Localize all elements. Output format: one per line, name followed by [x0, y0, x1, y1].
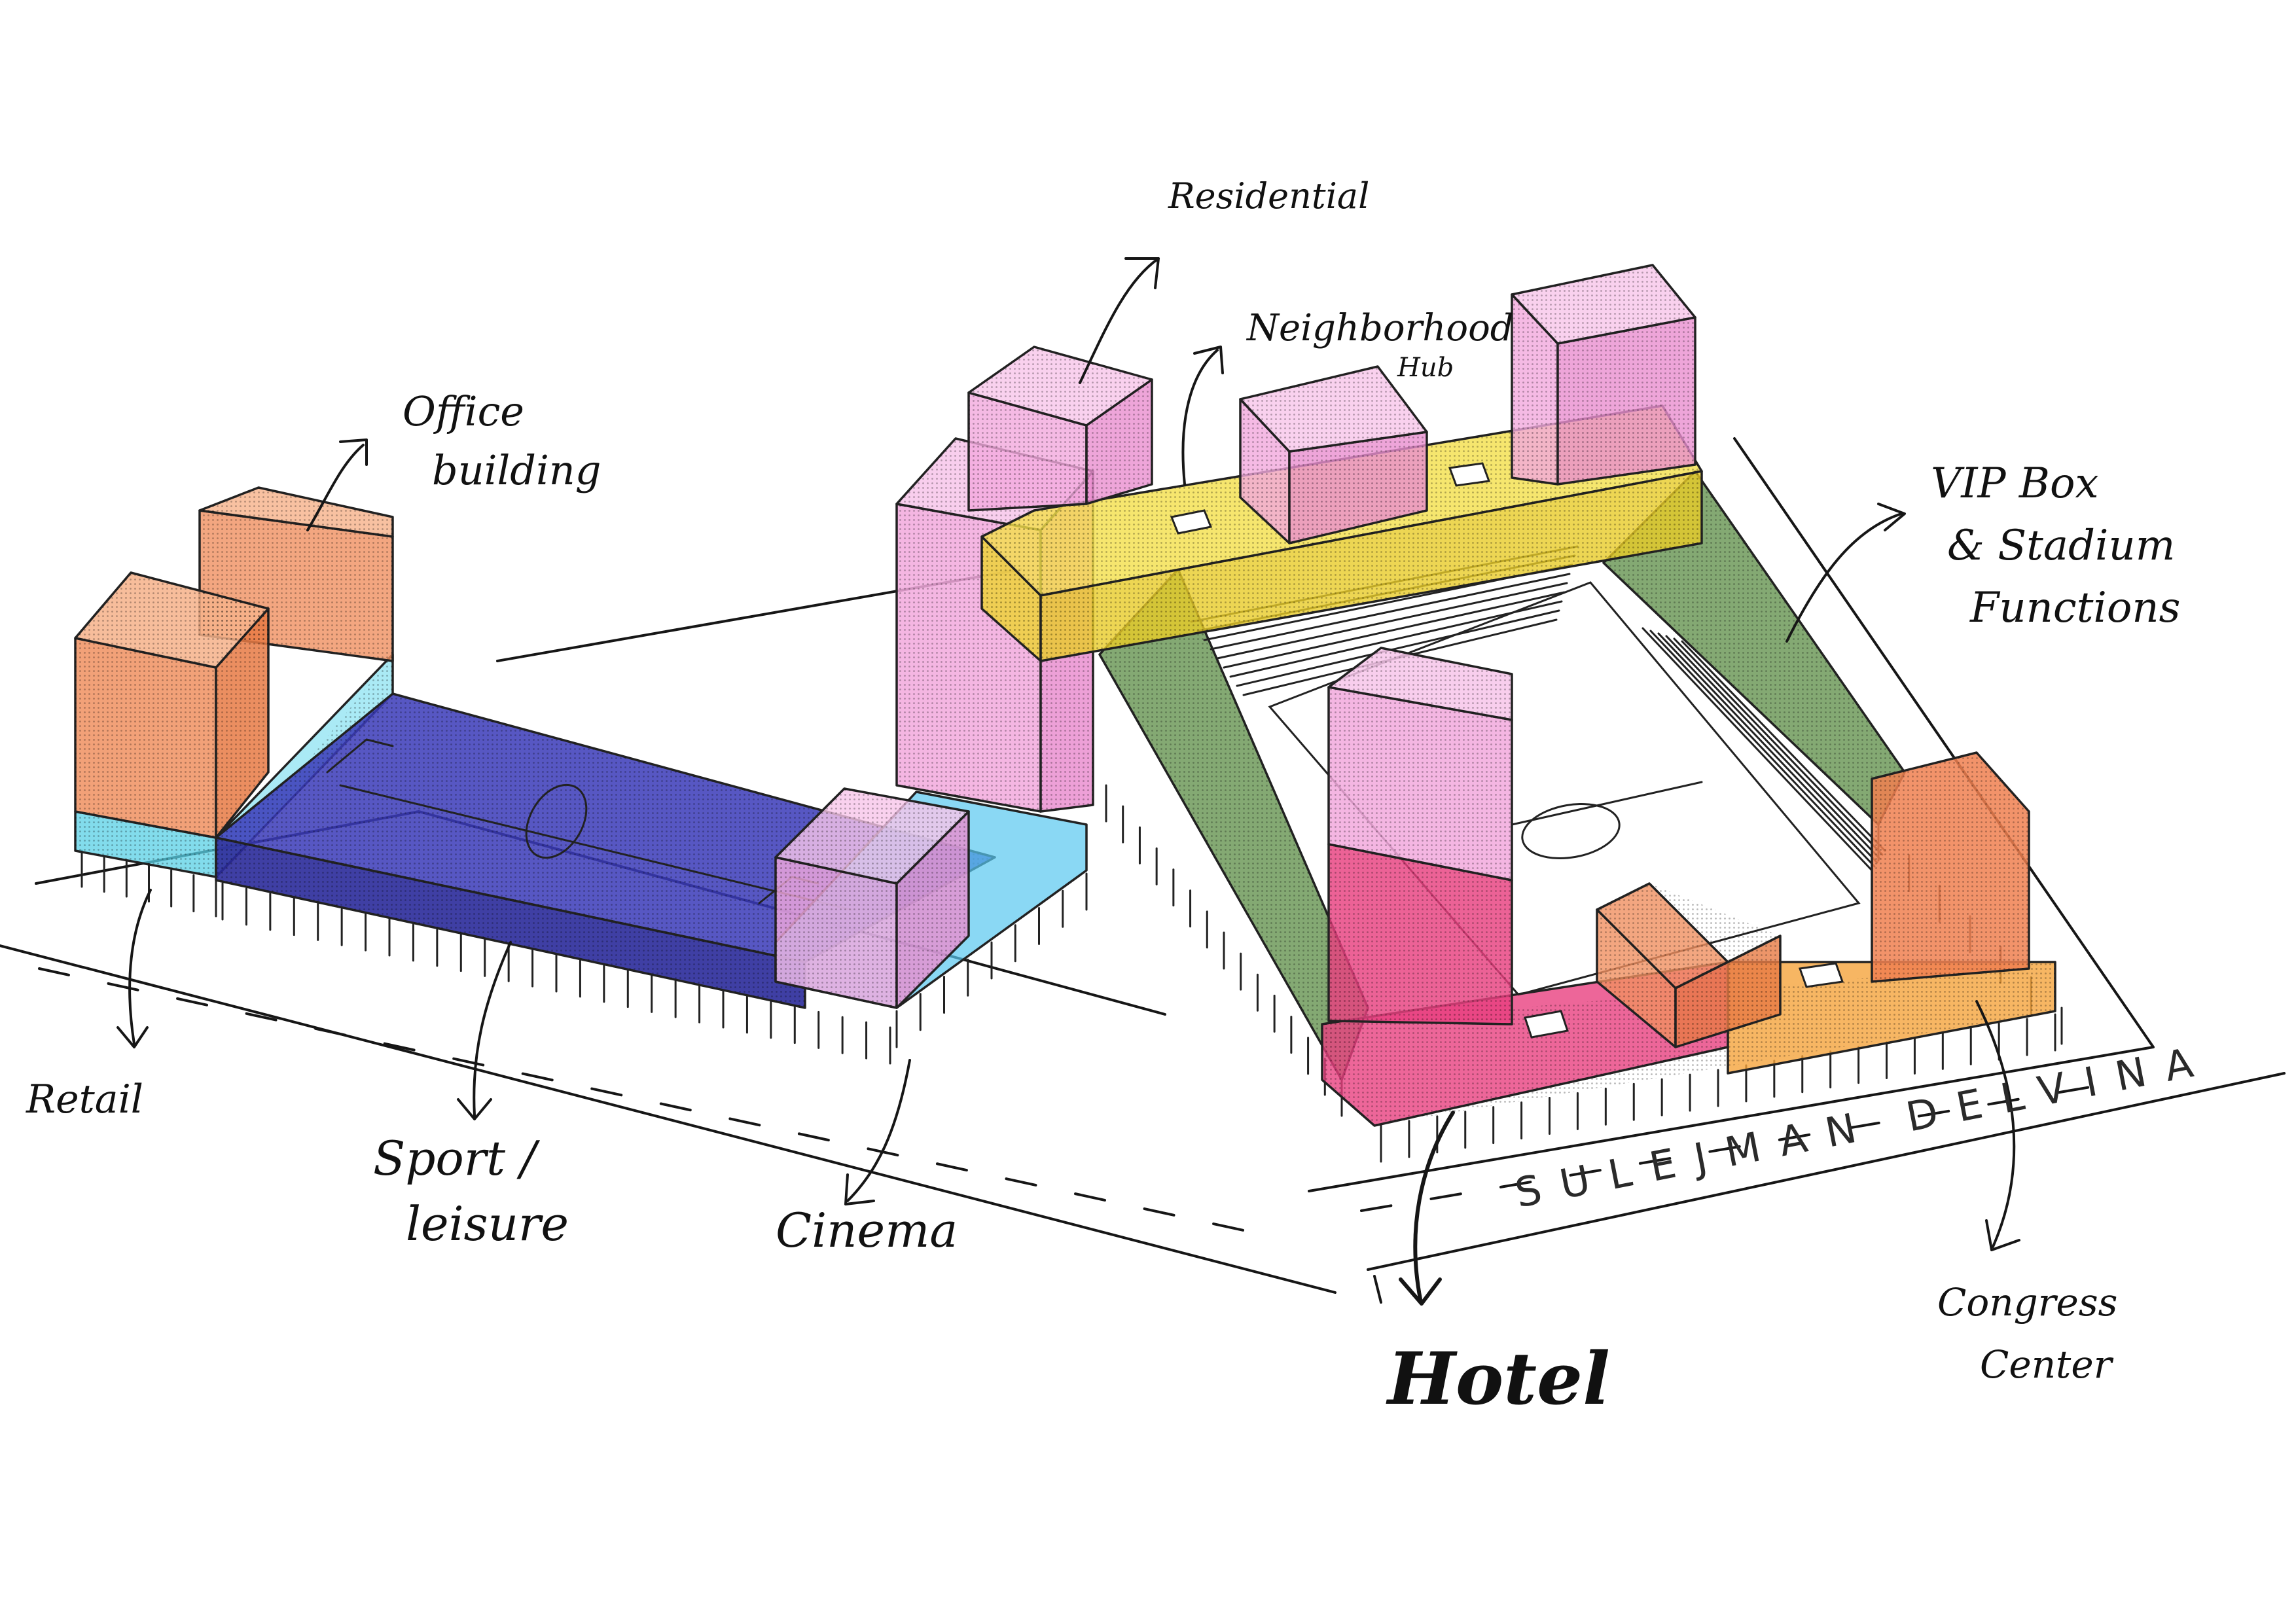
hotel-tower	[1327, 647, 1513, 1026]
label-office-1: Office	[403, 387, 524, 435]
pitch-centerline	[339, 784, 852, 911]
right-street-edge	[1367, 1072, 2286, 1271]
seating-row	[1673, 637, 1884, 856]
seating-row	[1665, 635, 1881, 860]
seating-row	[1210, 573, 1571, 651]
seating-row	[1236, 609, 1560, 687]
label-residential: Residential	[1168, 175, 1369, 217]
congress-center-volumes	[1596, 751, 2030, 1048]
label-sport-1: Sport /	[373, 1131, 541, 1186]
label-office-2: building	[432, 446, 601, 494]
left-complex	[74, 437, 1094, 1065]
vip-void-2	[1448, 462, 1491, 487]
label-neighborhood-hub-1: Neighborhood	[1246, 307, 1514, 349]
pitch-box-left	[326, 738, 394, 774]
seating-row	[1649, 630, 1876, 868]
stadium-center-circle	[1521, 803, 1621, 859]
label-hotel: Hotel	[1386, 1336, 1610, 1421]
label-congress-2: Center	[1980, 1342, 2114, 1387]
arrow-residential	[1079, 257, 1160, 384]
label-sport-2: leisure	[406, 1196, 569, 1251]
label-vip-3: Functions	[1969, 584, 2180, 632]
arrow-congress	[1975, 1000, 2016, 1248]
vip-void-1	[1170, 509, 1213, 535]
arrow-office	[306, 444, 365, 531]
seating-row	[1657, 632, 1878, 864]
podium-void-2	[1798, 962, 1844, 988]
neighborhood-hub-volume	[1239, 365, 1428, 544]
label-retail: Retail	[26, 1077, 143, 1122]
label-neighborhood-hub-2: Hub	[1397, 353, 1454, 383]
arrow-vip	[1785, 512, 1903, 643]
seating-row	[1223, 591, 1566, 669]
arrow-cinema	[846, 1059, 911, 1202]
site-boundary-right	[1308, 437, 2155, 1192]
office-building-volumes	[74, 486, 394, 839]
cinema-volume	[774, 787, 1088, 1009]
label-congress-1: Congress	[1937, 1280, 2117, 1325]
right-street-centerline	[1360, 1085, 2096, 1212]
stadium-halfway-line	[1511, 781, 1703, 826]
residential-tower-right	[1511, 264, 1696, 486]
podium-void-1	[1524, 1010, 1569, 1039]
label-vip-1: VIP Box	[1931, 459, 2099, 508]
label-cinema: Cinema	[776, 1203, 958, 1258]
seating-row	[1681, 640, 1886, 852]
residential-tower-mid-left	[967, 346, 1153, 512]
arrow-neighborhood-hub	[1181, 349, 1219, 486]
label-vip-2: & Stadium	[1947, 522, 2175, 570]
seating-row	[1229, 600, 1563, 678]
seating-row	[1216, 582, 1568, 660]
seating-row	[1641, 627, 1873, 872]
arrow-hotel	[1413, 1111, 1455, 1301]
left-street-centerline	[38, 967, 1245, 1232]
arrow-retail	[128, 889, 152, 1045]
annotation-arrows	[117, 257, 2020, 1306]
stadium-complex	[967, 264, 2063, 1163]
street-lower-edge	[1373, 1275, 1382, 1304]
left-street-edge	[0, 944, 1336, 1294]
left-colonnade	[81, 849, 1088, 1065]
pitch-center-circle	[525, 783, 588, 859]
arrow-sport	[473, 941, 512, 1117]
